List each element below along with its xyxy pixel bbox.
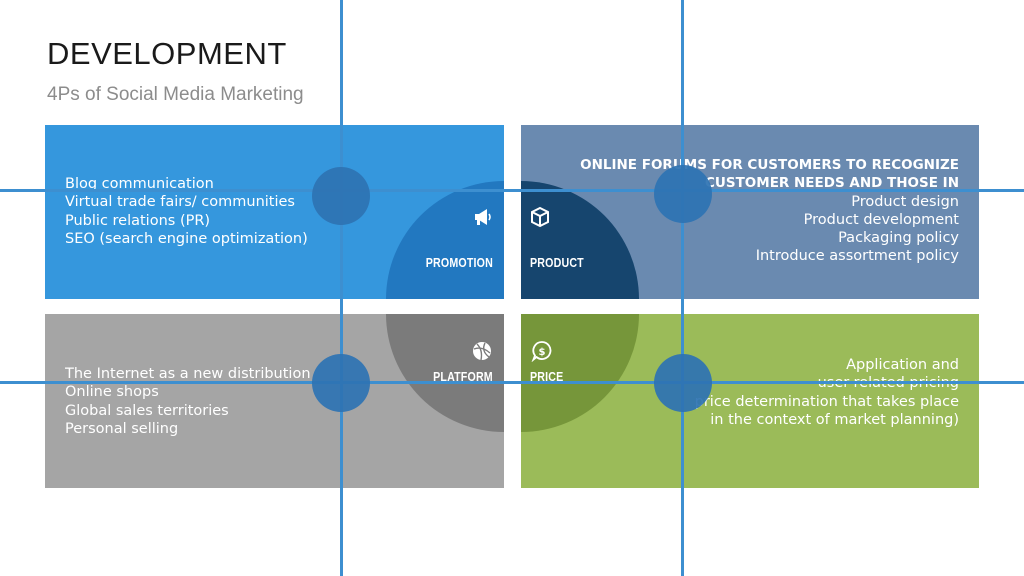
guide-line-vertical bbox=[681, 0, 684, 576]
dollar-speech-icon: $ bbox=[531, 341, 552, 362]
product-heading-line: ONLINE FORUMS FOR CUSTOMERS TO RECOGNIZE bbox=[580, 157, 959, 173]
page-subtitle: 4Ps of Social Media Marketing bbox=[47, 84, 304, 105]
platform-list: The Internet as a new distribution ch On… bbox=[65, 365, 310, 438]
list-item: Online shops bbox=[65, 384, 159, 401]
product-quadrant: ONLINE FORUMS FOR CUSTOMERS TO RECOGNIZE… bbox=[521, 125, 979, 299]
list-item: SEO (search engine optimization) bbox=[65, 230, 308, 247]
guide-dot bbox=[312, 167, 370, 225]
list-item: Virtual trade fairs/ communities bbox=[65, 194, 295, 211]
list-item: Global sales territories bbox=[65, 402, 229, 419]
list-item: Blog communication bbox=[65, 176, 214, 192]
price-quadrant: Application and user-related pricing pri… bbox=[521, 314, 979, 488]
promotion-label: PROMOTION bbox=[425, 255, 493, 270]
price-list: Application and user-related pricing pri… bbox=[695, 356, 959, 429]
promotion-quadrant: Blog communication Virtual trade fairs/ … bbox=[45, 125, 504, 299]
list-item: Application and bbox=[846, 357, 959, 373]
list-item: Public relations (PR) bbox=[65, 212, 211, 229]
list-item: The Internet as a new distribution ch bbox=[65, 366, 310, 382]
platform-label: PLATFORM bbox=[433, 369, 493, 384]
guide-line-horizontal bbox=[0, 381, 1024, 384]
list-item: in the context of market planning) bbox=[710, 411, 959, 428]
page-title: DEVELOPMENT bbox=[47, 36, 287, 71]
price-label: PRICE bbox=[530, 369, 564, 384]
guide-dot bbox=[312, 354, 370, 412]
list-item: Product design bbox=[851, 193, 959, 210]
megaphone-icon bbox=[475, 209, 491, 225]
list-item: Personal selling bbox=[65, 420, 179, 437]
list-item: Packaging policy bbox=[838, 230, 959, 247]
guide-dot bbox=[654, 354, 712, 412]
platform-quadrant: The Internet as a new distribution ch On… bbox=[45, 314, 504, 488]
guide-line-vertical bbox=[340, 0, 343, 576]
promotion-list: Blog communication Virtual trade fairs/ … bbox=[65, 175, 308, 248]
list-item: Product development bbox=[803, 211, 959, 228]
globe-icon bbox=[473, 342, 491, 361]
list-item: Introduce assortment policy bbox=[755, 248, 959, 265]
guide-line-horizontal bbox=[0, 189, 1024, 192]
svg-text:$: $ bbox=[539, 347, 546, 358]
product-label: PRODUCT bbox=[530, 255, 584, 270]
box-icon bbox=[531, 206, 549, 228]
product-heading-line: CUSTOMER NEEDS AND THOSE IN bbox=[704, 175, 959, 192]
product-list: ONLINE FORUMS FOR CUSTOMERS TO RECOGNIZE… bbox=[580, 156, 959, 266]
list-item: price determination that takes place bbox=[694, 393, 959, 410]
guide-dot bbox=[654, 165, 712, 223]
